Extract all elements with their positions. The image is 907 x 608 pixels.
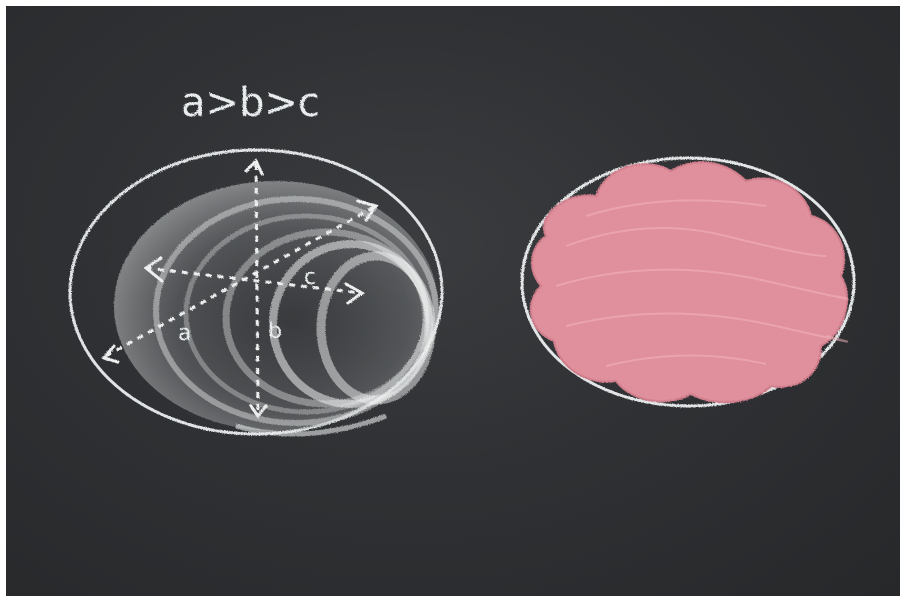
circle-outline [520,156,856,408]
arrow-up-icon [244,158,264,176]
axis-label-b: b [268,319,282,344]
arrow-down-icon [249,404,268,419]
axis-b-line [254,163,260,415]
inequality-text: a>b>c [181,80,320,126]
axis-label-a: a [178,321,191,346]
axes [105,163,377,415]
chalkboard: a>b>c [6,6,900,596]
chalk-drawing: a>b>c [68,80,856,437]
axis-label-c: c [304,265,316,290]
axis-a-line [105,204,377,358]
arrow-downleft-icon [101,344,120,364]
ellipsoid-outline [68,148,444,436]
axis-c-line [145,266,362,295]
arrowheads [101,158,379,419]
arrow-left-icon [143,256,164,283]
arrow-right-icon [344,282,365,305]
pink-texture [555,199,849,367]
ellipsoid-shading [114,181,439,437]
arrow-upright-icon [356,199,379,222]
pink-blob [529,161,849,404]
